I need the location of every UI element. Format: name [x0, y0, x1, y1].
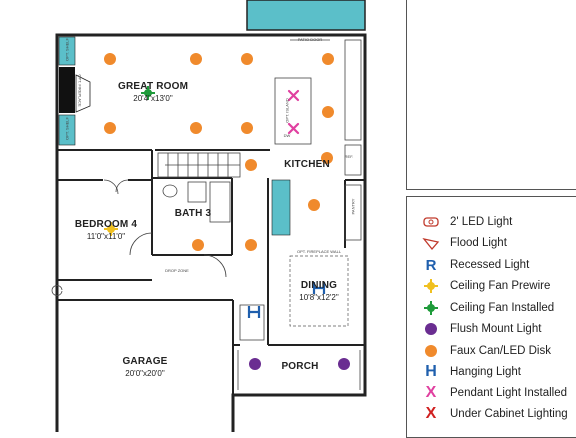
- label-opt-shelf-lower: OPT. SHELF: [64, 117, 70, 140]
- room-dims-garage: 20'0"x20'0": [125, 369, 165, 378]
- faux-can-icon: [322, 53, 334, 65]
- led-strip-icon: [420, 213, 442, 231]
- room-label-bath3: BATH 3: [174, 208, 212, 219]
- hanging-light-icon: H: [425, 363, 437, 380]
- faux-can-icon: [192, 239, 204, 251]
- recessed-light-icon: R: [425, 256, 437, 274]
- faux-can-icon: [308, 199, 320, 211]
- label-patio-door: PATIO DOOR: [297, 37, 323, 42]
- bath-fixtures: [162, 181, 231, 223]
- fan-installed-icon: [420, 299, 442, 317]
- legend-label: Under Cabinet Lighting: [450, 408, 568, 420]
- fan-prewire-icon: [420, 277, 442, 295]
- label-dw: DW: [283, 133, 291, 138]
- label-drop-zone: DROP ZONE: [165, 268, 189, 273]
- legend-item-hanging: H Hanging Light: [420, 362, 521, 382]
- faux-can-icon: [104, 53, 116, 65]
- flush-mount-icon: [338, 358, 350, 370]
- legend-item-led: 2' LED Light: [420, 212, 512, 232]
- legend-label: Ceiling Fan Prewire: [450, 280, 551, 292]
- flush-mount-lights: [249, 358, 350, 370]
- faux-can-icon: [104, 122, 116, 134]
- pendant-lights: [287, 89, 300, 135]
- room-dims-bedroom4: 11'0"x11'0": [86, 232, 126, 241]
- legend-label: Hanging Light: [450, 366, 521, 378]
- kitchen-counters: [274, 39, 362, 241]
- label-opt-island: OPT. ISLAND: [284, 98, 290, 123]
- room-dims-dining: 10'8"x12'2": [299, 293, 339, 302]
- label-ref: REF.: [344, 154, 354, 159]
- faux-can-icon: [241, 53, 253, 65]
- legend-item-recessed: R Recessed Light: [420, 255, 530, 275]
- legend-item-fan-installed: Ceiling Fan Installed: [420, 298, 554, 318]
- room-dims-great-room: 20'4"x13'0": [133, 94, 173, 103]
- under-cabinet-icon: X: [425, 405, 437, 422]
- legend-label: Faux Can/LED Disk: [450, 345, 551, 357]
- fireplace: [59, 67, 75, 113]
- flood-light-icon: [420, 234, 442, 252]
- pendant-light-icon: X: [425, 384, 437, 401]
- legend-item-faux-can: Faux Can/LED Disk: [420, 341, 551, 361]
- faux-can-icon: [321, 152, 333, 164]
- room-label-porch: PORCH: [281, 361, 319, 372]
- fireplace-hearth: [75, 74, 91, 113]
- label-opt-fireplace: OPT. FIREPLACE: [77, 74, 83, 107]
- legend-item-under-cabinet: X Under Cabinet Lighting: [420, 404, 568, 424]
- legend-item-flood: Flood Light: [420, 233, 507, 253]
- legend-item-fan-prewire: Ceiling Fan Prewire: [420, 276, 550, 296]
- room-label-great-room: GREAT ROOM: [118, 81, 189, 92]
- legend-label: Ceiling Fan Installed: [450, 302, 555, 314]
- porch-rail: [237, 350, 361, 390]
- flush-mount-icon: [249, 358, 261, 370]
- room-label-kitchen: KITCHEN: [284, 159, 330, 170]
- ceiling-fan-prewire: [104, 222, 118, 236]
- legend-item-flush-mount: Flush Mount Light: [420, 319, 541, 339]
- doors: [51, 179, 265, 341]
- room-label-dining: DINING: [300, 280, 338, 291]
- legend-label: Recessed Light: [450, 259, 530, 271]
- flush-mount-icon: [420, 320, 442, 338]
- stairs: [157, 152, 241, 178]
- faux-can-icon: [322, 106, 334, 118]
- legend-label: Pendant Light Installed: [450, 387, 568, 399]
- legend-item-pendant: X Pendant Light Installed: [420, 383, 567, 403]
- shelf-accent-lower: [58, 114, 76, 146]
- patio-area: [246, 0, 366, 31]
- legend-panel: [406, 196, 576, 438]
- faux-can-icon: [245, 239, 257, 251]
- faux-can-lights: [104, 53, 334, 251]
- legend-label: Flood Light: [450, 237, 507, 249]
- legend-label: Flush Mount Light: [450, 323, 542, 335]
- label-opt-fireplace-wall: OPT. FIREPLACE WALL: [296, 249, 342, 254]
- faux-can-icon: [245, 159, 257, 171]
- room-label-bedroom4: BEDROOM 4: [74, 219, 138, 230]
- legend-label: 2' LED Light: [450, 216, 513, 228]
- faux-can-icon: [420, 342, 442, 360]
- label-pantry: PANTRY: [350, 198, 356, 215]
- label-opt-shelf-upper: OPT. SHELF: [64, 38, 70, 61]
- kitchen-accent: [271, 179, 291, 236]
- faux-can-icon: [190, 53, 202, 65]
- hanging-lights: [247, 282, 326, 318]
- room-label-garage: GARAGE: [122, 356, 168, 367]
- faux-can-icon: [190, 122, 202, 134]
- faux-can-icon: [241, 122, 253, 134]
- shelf-accent-upper: [58, 36, 76, 66]
- info-panel-top: [406, 0, 576, 190]
- interior-walls: [57, 149, 365, 432]
- ceiling-fan-installed: [141, 86, 155, 100]
- dining-ceiling: [289, 255, 349, 327]
